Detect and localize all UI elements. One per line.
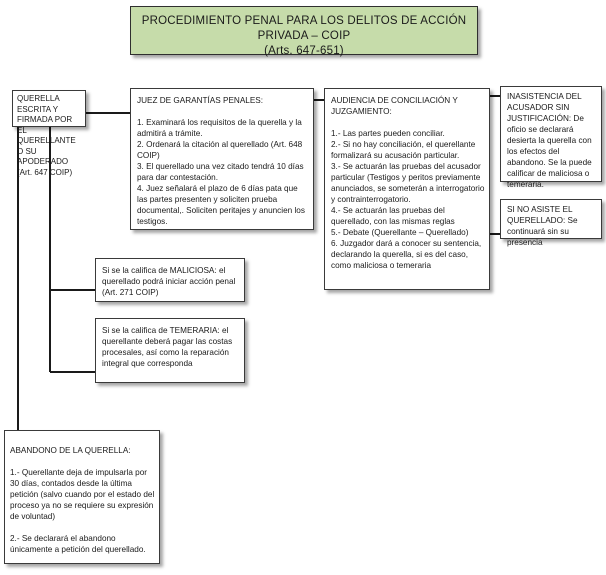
temeraria-box: Si se la califica de TEMERARIA: el quere… (95, 318, 245, 383)
querella-text: QUERELLA ESCRITA Y FIRMADA POR EL QUEREL… (17, 94, 76, 177)
audiencia-item: 5.- Debate (Querellante – Querellado) (331, 228, 469, 237)
juez-box: JUEZ DE GARANTÍAS PENALES: 1. Examinará … (130, 88, 314, 230)
diagram-title: PROCEDIMIENTO PENAL PARA LOS DELITOS DE … (130, 6, 478, 57)
abandono-item: 2.- Se declarará el abandono únicamente … (10, 534, 146, 554)
audiencia-item: 3.- Se actuarán las pruebas del acusador… (331, 162, 485, 204)
audiencia-item: 2.- Si no hay conciliación, el querellan… (331, 140, 476, 160)
maliciosa-text: Si se la califica de MALICIOSA: el quere… (102, 266, 236, 297)
no-asiste-box: SI NO ASISTE EL QUERELLADO: Se continuar… (500, 199, 602, 247)
temeraria-text: Si se la califica de TEMERARIA: el quere… (102, 326, 233, 368)
inasistencia-box: INASISTENCIA DEL ACUSADOR SIN JUSTIFICAC… (500, 86, 602, 189)
abandono-box: ABANDONO DE LA QUERELLA: 1.- Querellante… (4, 430, 160, 564)
audiencia-item: 4.- Se actuarán las pruebas del querella… (331, 206, 455, 226)
maliciosa-box: Si se la califica de MALICIOSA: el quere… (95, 258, 245, 302)
juez-item: 1. Examinará los requisitos de la querel… (137, 118, 302, 138)
juez-item: 3. El querellado una vez citado tendrá 1… (137, 162, 304, 182)
juez-item: 2. Ordenará la citación al querellado (A… (137, 140, 303, 160)
audiencia-box: AUDIENCIA DE CONCILIACIÓN Y JUZGAMIENTO:… (324, 88, 490, 290)
abandono-item: 1.- Querellante deja de impulsarla por 3… (10, 468, 155, 521)
audiencia-item: 6. Juzgador dará a conocer su sentencia,… (331, 239, 482, 270)
title-line-1: PROCEDIMIENTO PENAL PARA LOS DELITOS DE … (141, 15, 467, 42)
abandono-heading: ABANDONO DE LA QUERELLA: (10, 446, 131, 455)
juez-item: 4. Juez señalará el plazo de 6 días pata… (137, 184, 305, 226)
juez-heading: JUEZ DE GARANTÍAS PENALES: (137, 96, 264, 105)
audiencia-heading: AUDIENCIA DE CONCILIACIÓN Y JUZGAMIENTO: (331, 96, 458, 116)
no-asiste-text: SI NO ASISTE EL QUERELLADO: Se continuar… (507, 205, 578, 247)
title-line-2: (Arts. 647-651) (264, 45, 344, 57)
audiencia-item: 1.- Las partes pueden conciliar. (331, 129, 445, 138)
querella-box: QUERELLA ESCRITA Y FIRMADA POR EL QUEREL… (12, 90, 86, 177)
inasistencia-text: INASISTENCIA DEL ACUSADOR SIN JUSTIFICAC… (507, 92, 592, 189)
